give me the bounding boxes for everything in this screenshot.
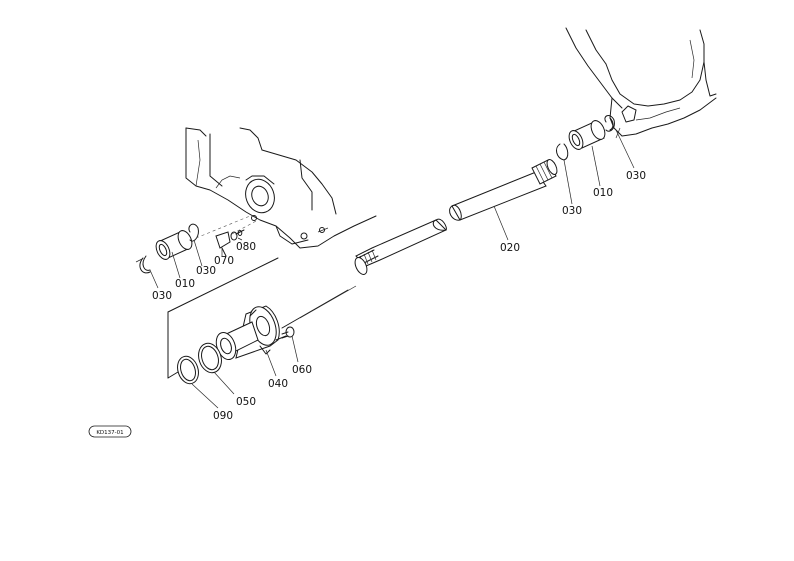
shaft-020: [354, 159, 558, 275]
part-labels: 030 010 030 070 080 020 030 010 030 040 …: [152, 170, 646, 422]
housing-040: [215, 305, 280, 361]
part-label-020: 020: [500, 242, 520, 254]
pin-070: [215, 231, 231, 257]
snap-ring-left-outer: [139, 257, 151, 274]
snap-ring-right-outer: [604, 115, 615, 132]
left-housing: [185, 127, 377, 249]
part-label-010-right: 010: [593, 187, 613, 199]
bearing-010-right: [568, 120, 606, 150]
reference-code: KD137-01: [96, 430, 123, 436]
leader-lines: [149, 129, 635, 409]
part-label-080: 080: [236, 241, 256, 253]
part-label-030-right-outer: 030: [626, 170, 646, 182]
pin-080: [230, 229, 245, 241]
part-label-010-left: 010: [175, 278, 195, 290]
left-bearing-group: [135, 215, 279, 379]
part-label-030-right-inner: 030: [562, 205, 582, 217]
part-label-070: 070: [214, 255, 234, 267]
bolt-060: [275, 326, 295, 341]
part-label-060: 060: [292, 364, 312, 376]
part-label-030-left-outer: 030: [152, 290, 172, 302]
o-ring-090-outer: [177, 355, 199, 385]
right-bearing-group: [556, 115, 615, 161]
part-label-050: 050: [236, 396, 256, 408]
snap-ring-left-inner: [188, 223, 199, 242]
housing-040-group: [177, 285, 357, 385]
right-housing: [565, 27, 717, 139]
snap-ring-right-inner: [556, 143, 569, 161]
part-label-030-left-inner: 030: [196, 265, 216, 277]
part-label-090: 090: [213, 410, 233, 422]
part-label-040: 040: [268, 378, 288, 390]
bearing-010-left: [155, 230, 193, 260]
reference-code-badge: KD137-01: [88, 425, 132, 438]
